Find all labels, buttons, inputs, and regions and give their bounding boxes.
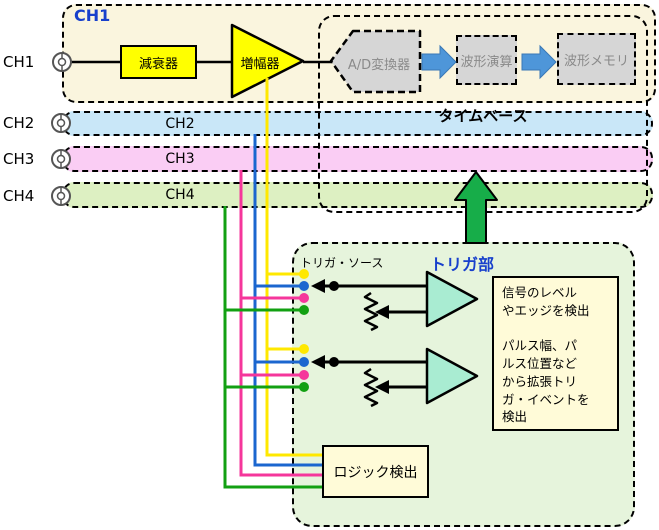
attenuator-label: 減衰器	[138, 56, 178, 72]
waveform-memory-label: 波形メモリ	[563, 53, 629, 69]
timebase-label: タイムベース	[438, 107, 528, 125]
adc-label: A/D変換器	[347, 58, 411, 73]
channel-label-ch2: CH2	[3, 114, 35, 132]
band-ch2-label: CH2	[165, 116, 195, 132]
trigger-source-label: トリガ・ソース	[300, 256, 384, 270]
amplifier-label: 増幅器	[240, 57, 280, 72]
logic-detect-label: ロジック検出	[333, 464, 418, 481]
band-ch3-label: CH3	[165, 151, 195, 167]
channel-label-ch3: CH3	[3, 150, 35, 168]
band-ch4	[62, 182, 653, 208]
channel-label-ch1: CH1	[3, 53, 35, 71]
waveform-calc-label: 波形演算	[460, 54, 513, 70]
band-ch3	[62, 146, 653, 172]
ch1-section-title: CH1	[74, 6, 111, 25]
band-ch4-label: CH4	[165, 187, 195, 203]
waveform-calc-box: 波形演算	[456, 35, 517, 85]
band-ch2	[62, 111, 653, 136]
attenuator-box: 減衰器	[120, 45, 197, 79]
trigger-note-text: 信号のレベル やエッジを検出 パルス幅、パ ルス位置など から拡張トリ ガ・イベ…	[502, 285, 590, 425]
logic-detect-box: ロジック検出	[322, 445, 429, 498]
channel-label-ch4: CH4	[3, 187, 35, 205]
trigger-section-title: トリガ部	[430, 255, 495, 274]
trigger-note-box: 信号のレベル やエッジを検出 パルス幅、パ ルス位置など から拡張トリ ガ・イベ…	[492, 276, 619, 431]
waveform-memory-box: 波形メモリ	[557, 33, 636, 85]
